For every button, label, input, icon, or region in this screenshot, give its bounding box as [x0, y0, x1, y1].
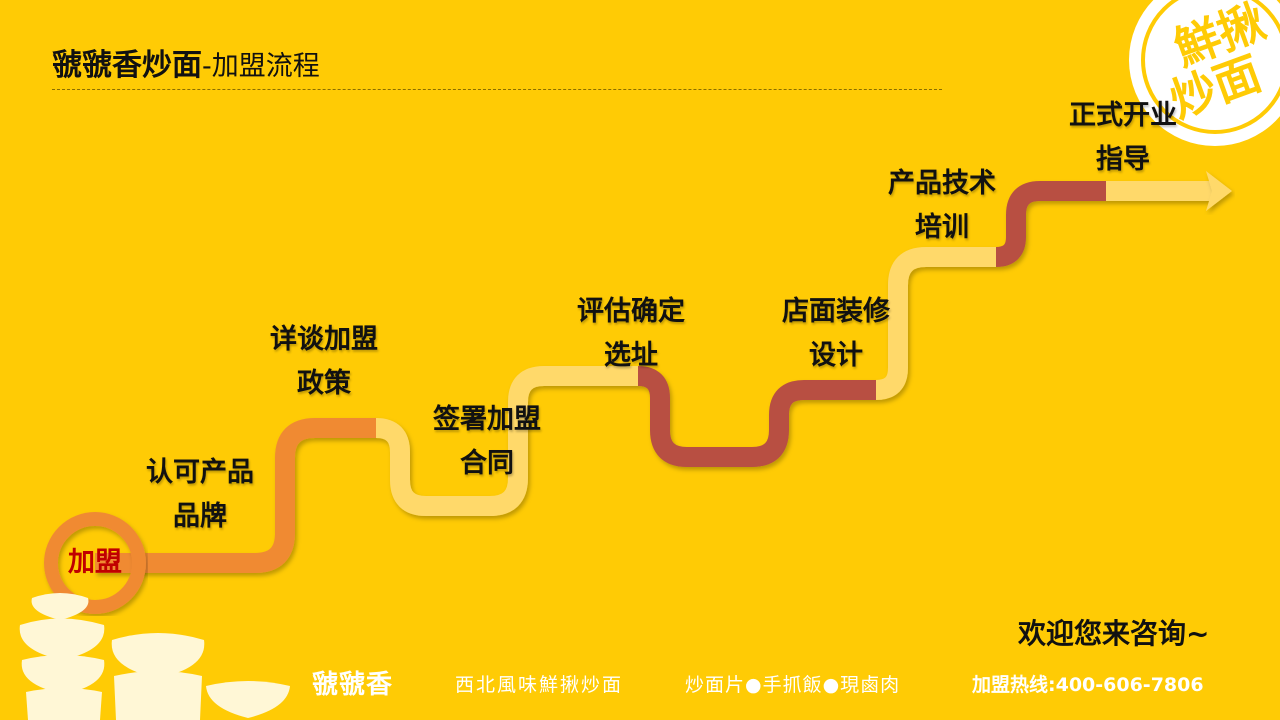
footer-tagline: 西北風味鮮揪炒面 — [455, 674, 624, 696]
step-3-line1: 签署加盟 — [433, 404, 541, 435]
step-7-line2: 指导 — [1096, 144, 1150, 175]
step-6: 产品技术 培训 — [872, 162, 1012, 250]
footer-products: 炒面片●手抓飯●現鹵肉 — [685, 674, 901, 696]
consult-cta: 欢迎您来咨询~ — [1018, 617, 1210, 650]
bowl-icon — [21, 655, 105, 694]
step-2-line1: 详谈加盟 — [270, 324, 378, 355]
step-5-line2: 设计 — [809, 340, 863, 371]
arrow-head-icon — [1206, 171, 1232, 211]
bowl-icon — [111, 633, 205, 678]
step-7: 正式开业 指导 — [1053, 94, 1193, 182]
step-5-line1: 店面装修 — [782, 296, 890, 327]
path-segment-3 — [637, 366, 876, 467]
start-label: 加盟 — [68, 547, 122, 578]
path-segment-1 — [95, 418, 376, 573]
step-4-line1: 评估确定 — [577, 296, 685, 327]
bowl-icon — [206, 681, 290, 718]
step-1: 认可产品 品牌 — [130, 451, 270, 539]
page-title: 虢虢香炒面-加盟流程 — [52, 40, 320, 84]
step-4: 评估确定 选址 — [561, 290, 701, 378]
bowl-icon — [114, 671, 202, 720]
path-segment-4 — [875, 247, 996, 400]
step-1-line1: 认可产品 — [146, 457, 254, 488]
footer-brand: 虢虢香 — [312, 670, 394, 700]
step-6-line2: 培训 — [915, 212, 969, 243]
step-6-line1: 产品技术 — [888, 168, 996, 199]
step-3-line2: 合同 — [460, 448, 514, 479]
step-4-line2: 选址 — [604, 340, 658, 371]
title-brand: 虢虢香炒面 — [52, 48, 202, 83]
step-5: 店面装修 设计 — [766, 290, 906, 378]
start-circle — [44, 512, 146, 614]
step-7-line1: 正式开业 — [1069, 100, 1177, 131]
bowls-illustration — [19, 593, 290, 720]
path-segment-2 — [375, 366, 638, 516]
bowl-icon — [26, 688, 102, 720]
footer-hotline: 加盟热线:400-606-7806 — [972, 674, 1204, 696]
step-2: 详谈加盟 政策 — [254, 318, 394, 406]
seal-logo: 鮮揪 炒面 — [1129, 0, 1280, 146]
step-3: 签署加盟 合同 — [417, 398, 557, 486]
bowl-icon — [31, 593, 89, 620]
step-2-line2: 政策 — [297, 368, 351, 399]
step-1-line2: 品牌 — [173, 501, 227, 532]
bowl-icon — [19, 618, 105, 660]
title-subtitle: -加盟流程 — [202, 51, 320, 82]
path-segment-5 — [995, 181, 1106, 267]
title-divider — [52, 89, 942, 90]
